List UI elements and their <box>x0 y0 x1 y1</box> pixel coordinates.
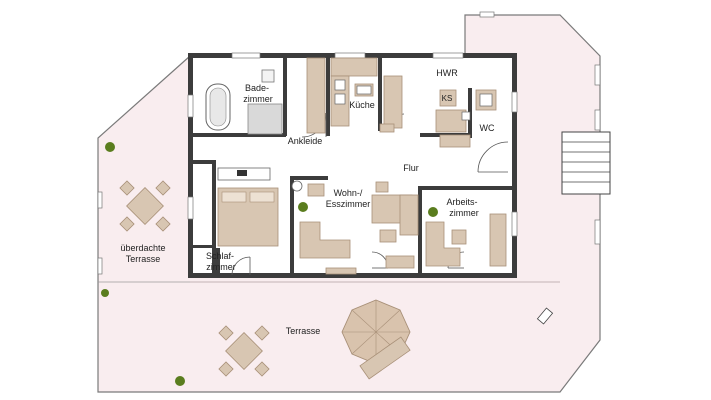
office-furniture <box>425 213 507 267</box>
label-bedroom-1: Schlaf- <box>206 251 234 261</box>
label-living-1: Wohn-/ <box>334 188 363 198</box>
label-utility-room: HWR <box>436 68 458 78</box>
terrace-door <box>536 307 554 325</box>
outer-stairs <box>561 131 611 195</box>
label-living-2: Esszimmer <box>326 199 371 209</box>
label-kitchen: Küche <box>349 100 375 110</box>
sun-lounger <box>359 336 411 380</box>
label-bathroom-1: Bade- <box>245 83 269 93</box>
label-terrace: Terrasse <box>286 326 321 336</box>
label-study-2: zimmer <box>449 208 479 218</box>
label-ks: KS <box>442 94 453 103</box>
kitchen-appliances <box>334 79 493 121</box>
windows <box>97 11 601 275</box>
label-study-1: Arbeits- <box>446 197 477 207</box>
bed <box>217 167 279 247</box>
label-wc: WC <box>480 123 495 133</box>
label-covered-terrace-2: Terrasse <box>126 254 161 264</box>
living-furniture <box>299 181 419 275</box>
label-covered-terrace-1: überdachte <box>120 243 165 253</box>
plant-icon <box>101 142 438 386</box>
label-bathroom-2: zimmer <box>243 94 273 104</box>
label-dressing-room: Ankleide <box>288 136 323 146</box>
label-bedroom-2: zimmer <box>206 262 236 272</box>
bathroom-fixtures <box>205 69 283 135</box>
label-hallway: Flur <box>403 163 419 173</box>
stove-circle <box>291 180 303 192</box>
covered-terrace-table <box>119 180 171 232</box>
terrace-table <box>218 325 270 377</box>
